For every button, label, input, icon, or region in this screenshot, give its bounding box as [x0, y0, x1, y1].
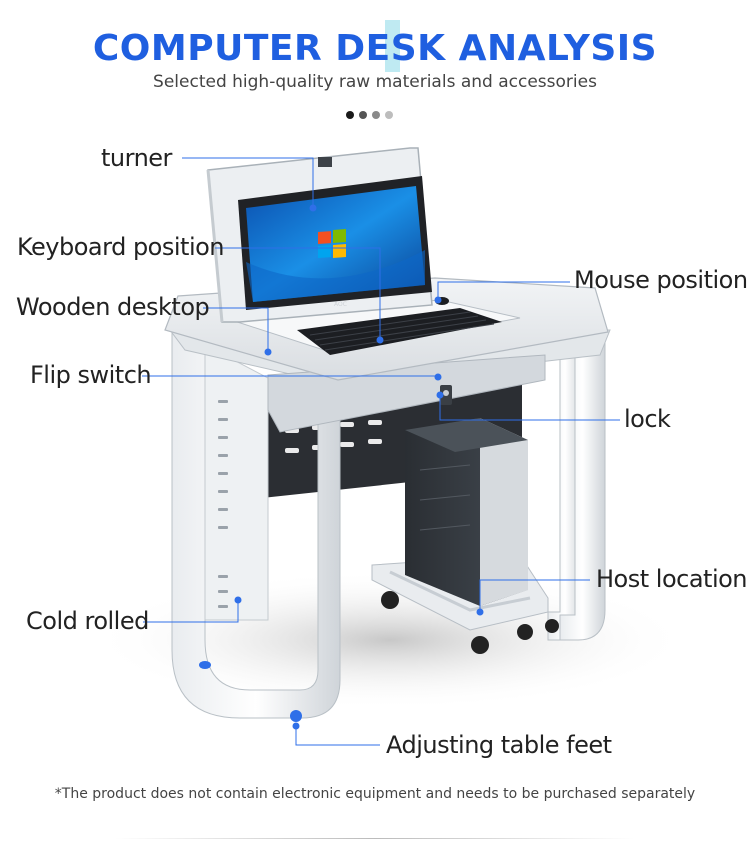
pagination-dots[interactable]	[346, 111, 393, 119]
page-subtitle: Selected high-quality raw materials and …	[153, 72, 597, 92]
front-right-leg	[559, 334, 606, 641]
callout-dot-lock	[436, 391, 444, 399]
turner-hinge	[318, 157, 332, 167]
callout-line-turner	[182, 157, 314, 208]
side-panel-vents	[218, 400, 228, 608]
callout-dot-feet	[292, 722, 300, 730]
callout-line-host	[479, 579, 590, 612]
footnote: *The product does not contain electronic…	[54, 786, 696, 802]
callout-dot-mouse	[434, 296, 442, 304]
keyboard-keys	[309, 311, 495, 351]
callout-dot-keyboard	[376, 336, 384, 344]
label-turner: turner	[101, 144, 172, 172]
monitor-brand: AOC	[334, 301, 347, 308]
bottom-divider	[115, 838, 635, 839]
pagination-dot-3[interactable]	[372, 111, 380, 119]
adjustable-foot	[290, 710, 302, 722]
front-left-leg	[171, 329, 341, 719]
trolley-wheels	[381, 591, 559, 654]
label-host-location: Host location	[596, 565, 748, 593]
callout-dot-flip	[434, 373, 442, 381]
callout-line-mouse	[437, 281, 570, 300]
title-accent-bar	[385, 20, 400, 72]
label-adjusting-feet: Adjusting table feet	[386, 731, 612, 759]
left-side-panel	[204, 344, 269, 621]
callout-line-lock	[439, 395, 620, 421]
label-cold-rolled: Cold rolled	[26, 607, 149, 635]
pagination-dot-4[interactable]	[385, 111, 393, 119]
label-mouse-position: Mouse position	[574, 266, 748, 294]
callout-line-wooden	[203, 307, 269, 352]
label-keyboard-position: Keyboard position	[17, 233, 225, 261]
label-flip-switch: Flip switch	[30, 361, 152, 389]
label-lock: lock	[624, 405, 671, 433]
callout-line-cold	[143, 600, 239, 623]
pagination-dot-2[interactable]	[359, 111, 367, 119]
callout-dot-cold	[234, 596, 242, 604]
label-wooden-desktop: Wooden desktop	[16, 293, 210, 321]
callout-dot-turner	[309, 204, 317, 212]
callout-dot-host	[476, 608, 484, 616]
callout-dot-wooden	[264, 348, 272, 356]
callout-line-keyboard	[215, 247, 381, 340]
page-title: COMPUTER DESK ANALYSIS	[92, 28, 658, 69]
callout-line-feet	[295, 726, 380, 746]
pagination-dot-1[interactable]	[346, 111, 354, 119]
